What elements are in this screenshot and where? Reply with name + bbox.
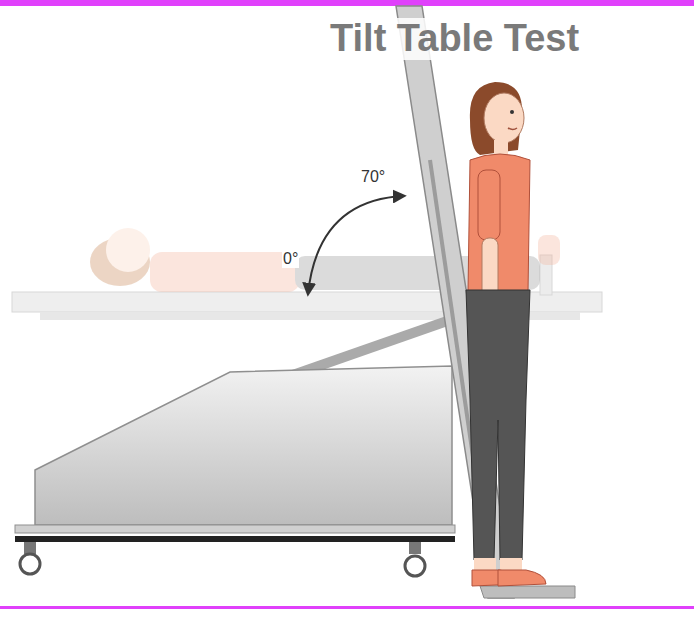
wheel [20, 554, 40, 574]
angle-arrow [308, 196, 404, 294]
caster [409, 542, 421, 554]
wheels [20, 542, 425, 576]
sleeve [478, 170, 500, 240]
torso [150, 252, 300, 292]
trousers [466, 290, 530, 560]
angle-label: 0° [282, 250, 299, 268]
frame-bar [0, 0, 694, 6]
wheel [405, 556, 425, 576]
base-plinth [15, 525, 455, 533]
shirt [468, 154, 530, 292]
frame-bar [0, 606, 694, 609]
base-bar [15, 536, 455, 542]
eye [510, 110, 514, 114]
angle-label: 70° [360, 168, 386, 186]
standing-patient [466, 82, 546, 586]
footplate [480, 586, 575, 598]
table-base [35, 366, 452, 525]
face [484, 93, 524, 143]
shoe [498, 570, 546, 586]
ankle [500, 558, 522, 570]
title: Tilt Table Test [328, 18, 581, 60]
ankle [474, 558, 496, 570]
feet [538, 235, 560, 265]
caster [24, 542, 36, 554]
head [106, 228, 150, 272]
mouth [508, 128, 517, 130]
